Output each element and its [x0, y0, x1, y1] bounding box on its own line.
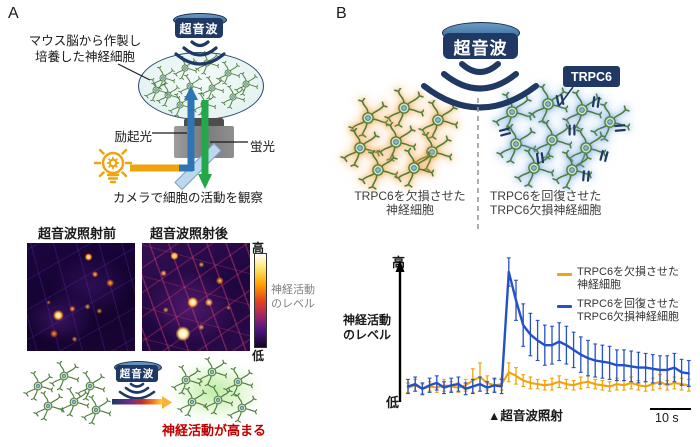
ultrasound-waves-icon-a-summary	[118, 382, 156, 400]
gradient-arrow	[112, 399, 162, 405]
dish-caption-line2: 培養した神経細胞	[34, 50, 135, 64]
panel-b-label: B	[336, 5, 347, 22]
legend-swatch-trpc6-deficient	[557, 273, 572, 276]
ultrasound-badge-a: 超音波	[175, 18, 223, 38]
neuron-icon	[394, 148, 434, 188]
neuron-icon	[144, 78, 168, 102]
neuron-icon	[358, 150, 398, 190]
fluorescence-image-after	[142, 243, 250, 351]
stimulus-triangle-icon: ▲	[488, 409, 501, 423]
result-text: 神経活動が高まる	[162, 423, 267, 438]
excitation-light-label: 励起光	[114, 130, 152, 144]
left-group-caption-line2: 神経細胞	[385, 202, 434, 217]
dish-caption: マウス脳から作製し 培養した神経細胞	[22, 33, 148, 65]
legend-label-line: TRPC6を欠損させた	[577, 266, 680, 278]
chart-y-axis-label-line2: のレベル	[343, 328, 392, 342]
neuron-icon	[81, 395, 111, 425]
time-scalebar	[650, 408, 691, 410]
fluorescence-image-before	[27, 243, 135, 351]
colorbar-axis-label-line2: のレベル	[271, 298, 315, 310]
neuron-icon	[514, 148, 554, 188]
legend-label-trpc6-deficient: TRPC6を欠損させた 神経細胞	[577, 266, 679, 291]
legend-label-line: TRPC6欠損神経細胞	[577, 310, 680, 323]
neuron-icon	[221, 85, 245, 109]
neuron-icon	[192, 92, 216, 116]
legend-label-trpc6-rescued: TRPC6を回復させた TRPC6欠損神経細胞	[577, 298, 679, 323]
colorbar-high-label: 高	[252, 241, 265, 255]
right-group-caption-line2: TRPC6欠損神経細胞	[490, 202, 602, 217]
time-scalebar-label: 10 s	[655, 411, 679, 425]
fluorescence-label: 蛍光	[250, 140, 276, 154]
legend-swatch-trpc6-rescued	[557, 305, 572, 308]
colorbar-axis-label: 神経活動 のレベル	[271, 283, 315, 311]
after-image-title: 超音波照射後	[150, 226, 229, 241]
stimulus-label: 超音波照射	[500, 409, 563, 423]
right-group-caption-line1: TRPC6を回復させた	[490, 189, 602, 203]
left-group-caption: TRPC6を欠損させた 神経細胞	[345, 189, 475, 217]
colorbar	[254, 253, 267, 348]
chart-y-axis-label-line1: 神経活動	[343, 313, 392, 327]
chart-high-label: 高	[392, 255, 406, 270]
right-group-caption: TRPC6を回復させた TRPC6欠損神経細胞	[490, 189, 602, 217]
colorbar-low-label: 低	[252, 349, 265, 363]
dish-caption-line1: マウス脳から作製し	[28, 34, 142, 48]
legend-label-line: 神経細胞	[577, 278, 621, 291]
left-group-caption-line1: TRPC6を欠損させた	[354, 189, 466, 203]
neuron-icon	[168, 93, 192, 117]
camera-caption: カメラで細胞の活動を観察	[113, 191, 264, 205]
ultrasound-badge-b: 超音波	[443, 33, 518, 59]
ultrasound-badge-a-summary: 超音波	[116, 365, 158, 382]
light-source-icon	[93, 148, 133, 184]
neuron-icon	[227, 393, 257, 423]
legend-label-line: TRPC6を回復させた	[577, 298, 680, 310]
neuron-icon	[552, 150, 592, 190]
stimulus-annotation: ▲超音波照射	[488, 405, 563, 424]
trpc6-badge: TRPC6	[563, 66, 620, 87]
chart-y-axis-label: 神経活動 のレベル	[343, 313, 391, 343]
chart-low-label: 低	[386, 395, 400, 410]
panel-a-label: A	[8, 5, 19, 22]
colorbar-axis-label-line1: 神経活動	[271, 284, 315, 296]
before-image-title: 超音波照射前	[38, 226, 117, 241]
